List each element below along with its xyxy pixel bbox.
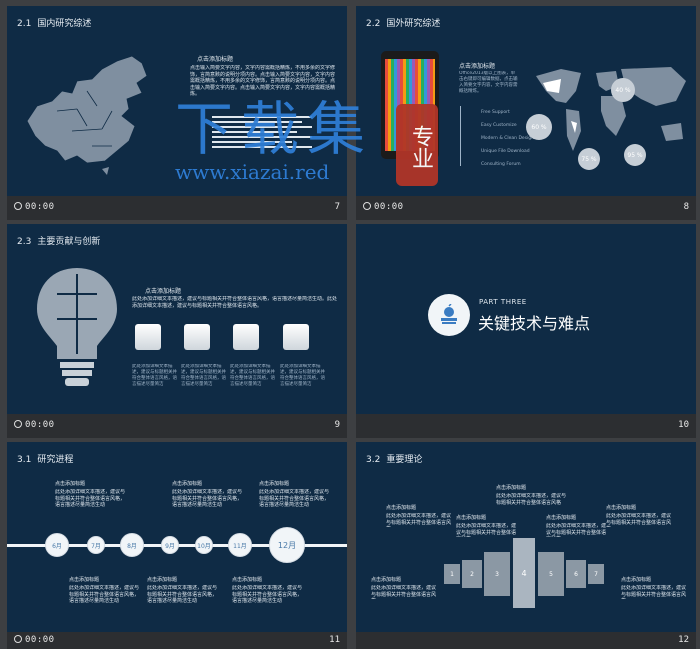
- bubble-75: 75 %: [578, 148, 600, 170]
- content-body: 此处添加详细文本描述，建议与标题相关并符合整体语言风格，语言描述尽量简洁生动。此…: [132, 296, 337, 309]
- month-9[interactable]: 9月: [161, 536, 179, 554]
- item-text-3: 此处添加详细文本描述，建议与标题相关并符合整体语言风格，语言描述尽量简洁: [230, 364, 275, 386]
- part-label: PART THREE: [479, 298, 527, 306]
- bubble-60: 60 %: [526, 114, 552, 140]
- theory-note-bottom-right: 点击添加标题 此处添加详细文本描述，建议与标题相关并符合整体语言风格: [621, 577, 687, 599]
- footer-11: 00:00 11: [7, 632, 347, 649]
- section-title: 关键技术与难点: [478, 314, 591, 333]
- bubble-95: 95 %: [624, 144, 646, 166]
- theory-note-right-2: 点击添加标题 此处添加详细文本描述，建议与标题相关并符合整体语言风格: [606, 505, 672, 527]
- milestone-top-1: 点击添加标题 此处添加详细文本描述，建议与标题相关并符合整体语言风格，语言描述尽…: [55, 481, 125, 508]
- milestone-top-3: 点击添加标题 此处添加详细文本描述，建议与标题相关并符合整体语言风格，语言描述尽…: [259, 481, 329, 508]
- theory-note-top: 点击添加标题 此处添加详细文本描述，建议与标题相关并符合整体语言风格: [496, 485, 566, 506]
- content-heading: 点击添加标题: [145, 288, 182, 295]
- slide-number: 11: [329, 635, 340, 645]
- content-heading: 点击添加标题: [459, 63, 496, 70]
- slide-number: 9: [334, 420, 340, 430]
- step-3[interactable]: 3: [484, 552, 510, 596]
- footer-8: 00:00 8: [356, 196, 696, 220]
- step-2[interactable]: 2: [462, 560, 482, 588]
- slide-number: 10: [678, 420, 689, 430]
- theory-note-right-1: 点击添加标题 此处添加详细文本描述，建议与标题相关并符合整体语言风格: [546, 515, 607, 537]
- milestone-bottom-2: 点击添加标题 此处添加详细文本描述，建议与标题相关并符合整体语言风格，语言描述尽…: [147, 577, 217, 604]
- china-map-icon: [26, 55, 148, 175]
- clock-icon: [14, 202, 22, 210]
- milestone-bottom-1: 点击添加标题 此处添加详细文本描述，建议与标题相关并符合整体语言风格，语言描述尽…: [69, 577, 139, 604]
- milestone-top-2: 点击添加标题 此处添加详细文本描述，建议与标题相关并符合整体语言风格，语言描述尽…: [172, 481, 242, 508]
- theory-note-left-1: 点击添加标题 此处添加详细文本描述，建议与标题相关并符合整体语言风格: [386, 505, 452, 527]
- footer-9: 00:00 9: [7, 414, 347, 438]
- slide-number: 8: [683, 202, 689, 212]
- step-7[interactable]: 7: [588, 564, 604, 584]
- apple-book-icon: [428, 294, 470, 336]
- divider-line: [460, 106, 461, 166]
- bar-lines: [212, 116, 312, 151]
- footer-10: 10: [356, 414, 696, 438]
- theory-note-left-2: 点击添加标题 此处添加详细文本描述，建议与标题相关并符合整体语言风格: [456, 515, 517, 537]
- item-square-4[interactable]: [283, 324, 309, 350]
- feature-list: Free Support Easy Customize Modern & Cle…: [481, 110, 534, 167]
- step-1[interactable]: 1: [444, 564, 460, 584]
- content-body: 点击输入简要文字内容，文字内容需概括精炼，不用多余的文字修饰，言简意赅的说明分项…: [190, 65, 336, 97]
- item-square-1[interactable]: [135, 324, 161, 350]
- clock-icon: [14, 420, 22, 428]
- footer-12: 12: [356, 632, 696, 649]
- content-body: Office2013版以上图表，单击右键即可编辑数据，点击输入简要文字内容，文字…: [459, 71, 518, 94]
- slide-10[interactable]: PART THREE 关键技术与难点: [356, 224, 696, 414]
- phone-image: [381, 51, 439, 159]
- milestone-bottom-3: 点击添加标题 此处添加详细文本描述，建议与标题相关并符合整体语言风格，语言描述尽…: [232, 577, 302, 604]
- item-text-2: 此处添加详细文本描述，建议与标题相关并符合整体语言风格，语言描述尽量简洁: [181, 364, 226, 386]
- step-5[interactable]: 5: [538, 552, 564, 596]
- item-text-1: 此处添加详细文本描述，建议与标题相关并符合整体语言风格，语言描述尽量简洁: [132, 364, 177, 386]
- step-6[interactable]: 6: [566, 560, 586, 588]
- month-11[interactable]: 11月: [228, 533, 252, 557]
- theory-note-bottom-left: 点击添加标题 此处添加详细文本描述，建议与标题相关并符合整体语言风格: [371, 577, 437, 599]
- slide-number: 7: [334, 202, 340, 212]
- step-4[interactable]: 4: [513, 538, 535, 608]
- clock-icon: [363, 202, 371, 210]
- item-square-3[interactable]: [233, 324, 259, 350]
- month-6[interactable]: 6月: [45, 533, 69, 557]
- slide-number: 12: [678, 635, 689, 645]
- lightbulb-puzzle-icon: [37, 268, 117, 386]
- bubble-40: 40 %: [611, 78, 635, 102]
- month-7[interactable]: 7月: [87, 536, 105, 554]
- item-square-2[interactable]: [184, 324, 210, 350]
- footer-7: 00:00 7: [7, 196, 347, 220]
- month-12[interactable]: 12月: [269, 527, 305, 563]
- content-heading: 点击添加标题: [197, 56, 234, 63]
- month-10[interactable]: 10月: [195, 536, 213, 554]
- item-text-4: 此处添加详细文本描述，建议与标题相关并符合整体语言风格，语言描述尽量简洁: [280, 364, 325, 386]
- world-map-icon: [536, 67, 686, 151]
- clock-icon: [14, 635, 22, 643]
- month-8[interactable]: 8月: [120, 533, 144, 557]
